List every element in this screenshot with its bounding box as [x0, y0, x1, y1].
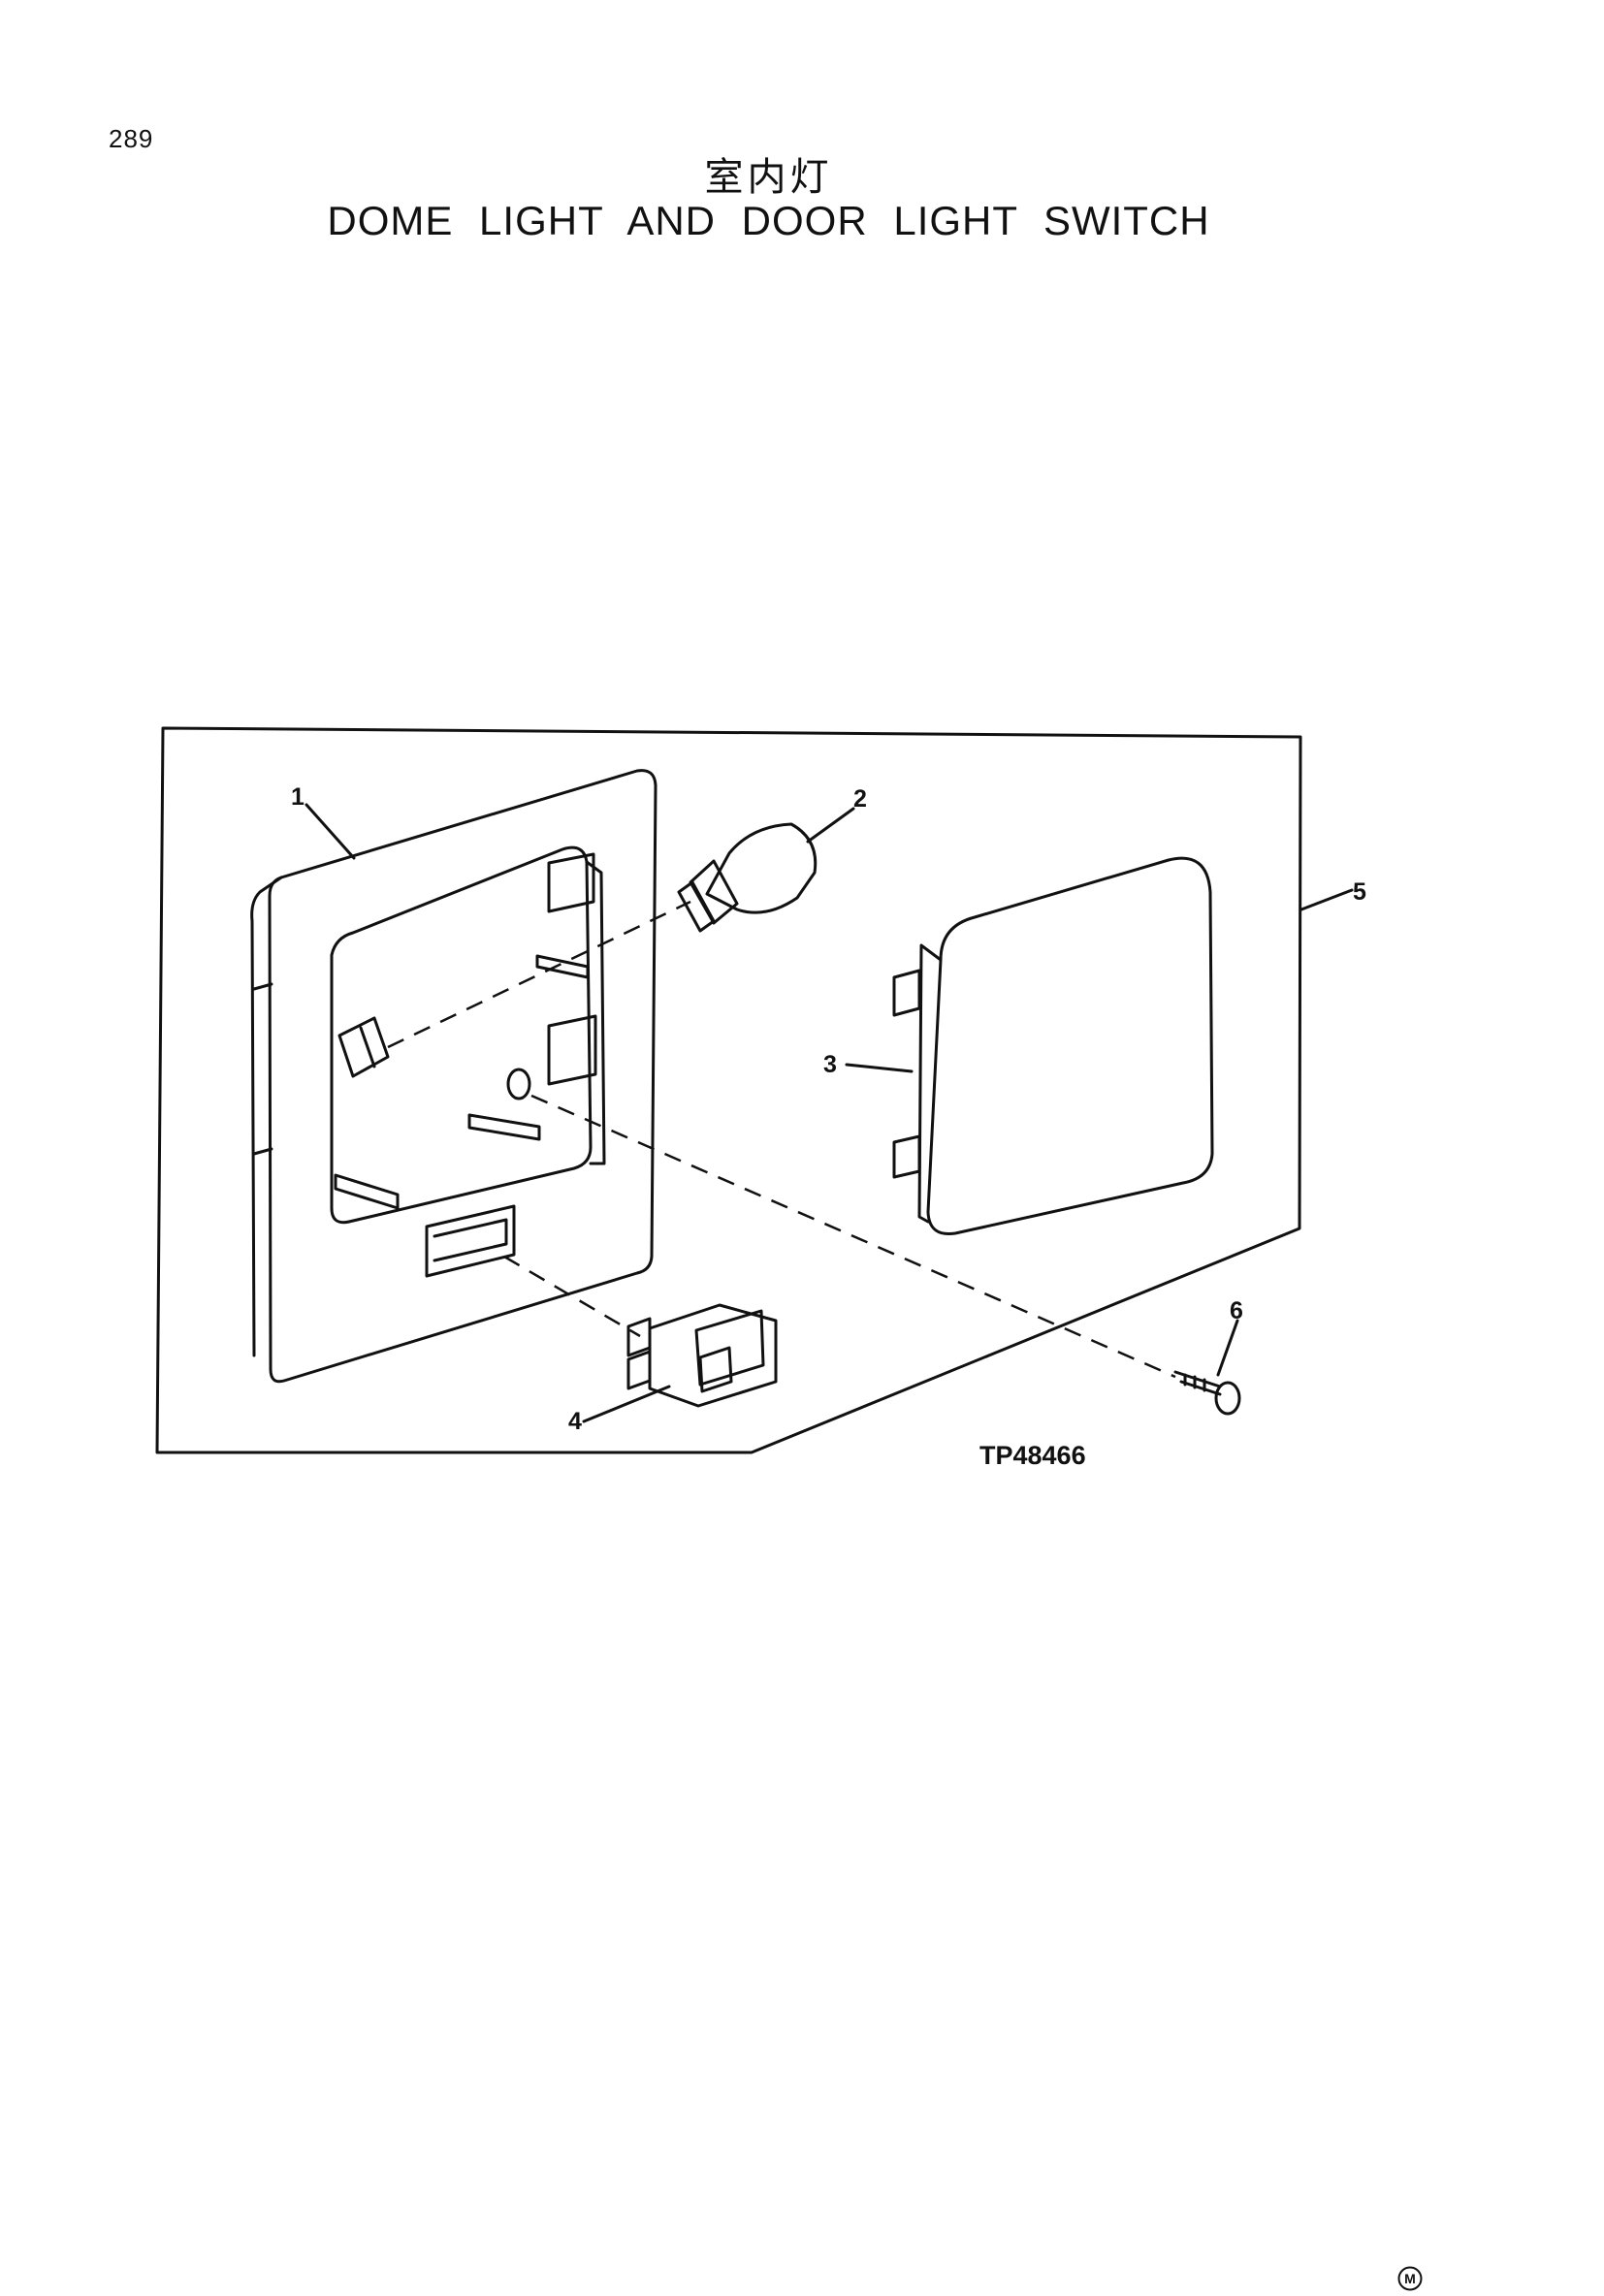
corner-mark: M	[1397, 2266, 1423, 2291]
callout-6: 6	[1230, 1297, 1243, 1324]
callout-4: 4	[568, 1408, 582, 1435]
bulb	[677, 822, 818, 933]
bezel-frame	[250, 769, 658, 1384]
dash-screw	[530, 1094, 1176, 1379]
leader-2	[806, 807, 855, 844]
page-number: 289	[109, 124, 154, 153]
title-chinese: 室内灯	[704, 155, 833, 200]
lens-cover	[892, 856, 1214, 1236]
dash-bulb	[387, 900, 691, 1049]
leader-4	[582, 1385, 671, 1423]
screw	[1173, 1370, 1241, 1416]
housing-panel	[155, 726, 1302, 1454]
title-english: DOME LIGHT AND DOOR LIGHT SWITCH	[327, 198, 1210, 243]
leader-3	[845, 1063, 914, 1073]
figure-code: TP48466	[979, 1441, 1086, 1470]
callout-2: 2	[853, 785, 867, 813]
callout-3: 3	[823, 1051, 837, 1078]
rocker-switch	[626, 1303, 778, 1408]
corner-mark-letter: M	[1404, 2271, 1416, 2286]
leader-1	[305, 803, 356, 860]
callout-1: 1	[291, 783, 305, 811]
dash-switch	[503, 1255, 641, 1338]
callout-5: 5	[1353, 878, 1366, 906]
leader-5	[1299, 888, 1354, 911]
leader-6	[1216, 1319, 1239, 1377]
